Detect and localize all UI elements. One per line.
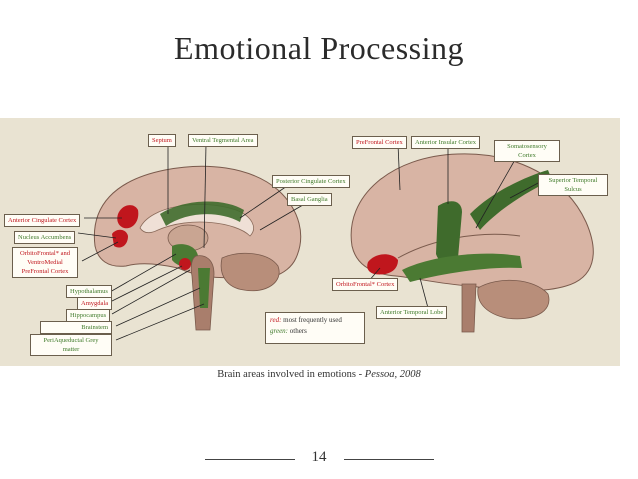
medial-green-brainstem xyxy=(198,268,210,308)
leader-lines xyxy=(77,143,541,341)
label-superior-temporal: Superior Temporal Sulcus xyxy=(538,174,608,196)
label-somatosensory-line1: Somatosensory xyxy=(507,143,547,150)
legend-red-row: red: most frequently used xyxy=(270,315,360,326)
brain-figure: Septum Ventral Tegmental Area PreFrontal… xyxy=(0,118,620,366)
label-posterior-cingulate: Posterior Cingulate Cortex xyxy=(272,175,350,188)
lateral-green-temporal xyxy=(402,253,522,282)
label-superior-temporal-line2: Sulcus xyxy=(564,186,582,193)
brain-illustration xyxy=(77,143,594,341)
lateral-red-ofc xyxy=(367,254,398,275)
footer-rule-left xyxy=(205,459,295,460)
figure-caption: Brain areas involved in emotions - Pesso… xyxy=(0,369,638,380)
label-orbitofrontal: OrbitoFrontal* Cortex xyxy=(332,278,399,291)
label-nucleus-accumbens: Nucleus Accumbens xyxy=(14,231,76,244)
medial-red-amygdala xyxy=(179,258,191,270)
page-number: 14 xyxy=(311,449,327,465)
label-ofc-vmpfc: OrbitoFrontal* and VentroMedial PreFront… xyxy=(12,247,78,278)
label-amygdala: Amygdala xyxy=(77,297,113,310)
lateral-green-insula xyxy=(436,201,462,265)
legend-red-key: red: xyxy=(270,316,282,324)
label-anterior-insular: Anterior Insular Cortex xyxy=(411,136,481,149)
legend-red-text: most frequently used xyxy=(281,316,342,324)
medial-green-hypothalamus xyxy=(172,244,198,267)
label-somatosensory: Somatosensory Cortex xyxy=(494,140,560,162)
medial-brain-view xyxy=(93,165,302,331)
label-basal-ganglia: Basal Ganglia xyxy=(287,193,332,206)
label-brainstem: Brainstem xyxy=(40,321,112,334)
label-ofc-vmpfc-line3: PreFrontal Cortex xyxy=(21,268,69,275)
cerebellum-lateral xyxy=(477,279,550,320)
color-legend: red: most frequently used green: others xyxy=(265,312,365,344)
slide-title: Emotional Processing xyxy=(174,30,464,66)
label-somatosensory-line2: Cortex xyxy=(518,152,536,159)
label-ofc-vmpfc-line1: OrbitoFrontal* and xyxy=(19,250,70,257)
label-septum: Septum xyxy=(148,134,176,147)
medial-red-anterior-cingulate xyxy=(117,205,139,229)
lateral-brainstem xyxy=(461,283,477,333)
label-pag: PeriAqueductal Grey matter xyxy=(30,334,112,356)
label-anterior-cingulate: Anterior Cingulate Cortex xyxy=(4,214,81,227)
lateral-brain-view xyxy=(350,153,594,333)
cerebellum-medial xyxy=(220,253,280,292)
caption-citation: Pessoa, 2008 xyxy=(364,369,421,380)
label-ofc-vmpfc-line2: VentroMedial xyxy=(27,259,63,266)
footer-rule-right xyxy=(344,459,434,460)
medial-cortex xyxy=(93,165,302,280)
label-pag-line2: matter xyxy=(62,346,80,353)
legend-green-text: others xyxy=(288,327,307,335)
lateral-green-sts xyxy=(470,170,552,230)
label-prefrontal: PreFrontal Cortex xyxy=(352,136,407,149)
caption-text: Brain areas involved in emotions - xyxy=(217,369,365,380)
label-anterior-temporal: Anterior Temporal Lobe xyxy=(376,306,448,319)
legend-green-row: green: others xyxy=(270,326,360,337)
label-pag-line1: PeriAqueductal Grey xyxy=(43,337,99,344)
legend-green-key: green: xyxy=(270,327,289,335)
label-superior-temporal-line1: Superior Temporal xyxy=(548,177,598,184)
medial-green-cingulate xyxy=(160,201,244,226)
label-vta: Ventral Tegmental Area xyxy=(188,134,258,147)
